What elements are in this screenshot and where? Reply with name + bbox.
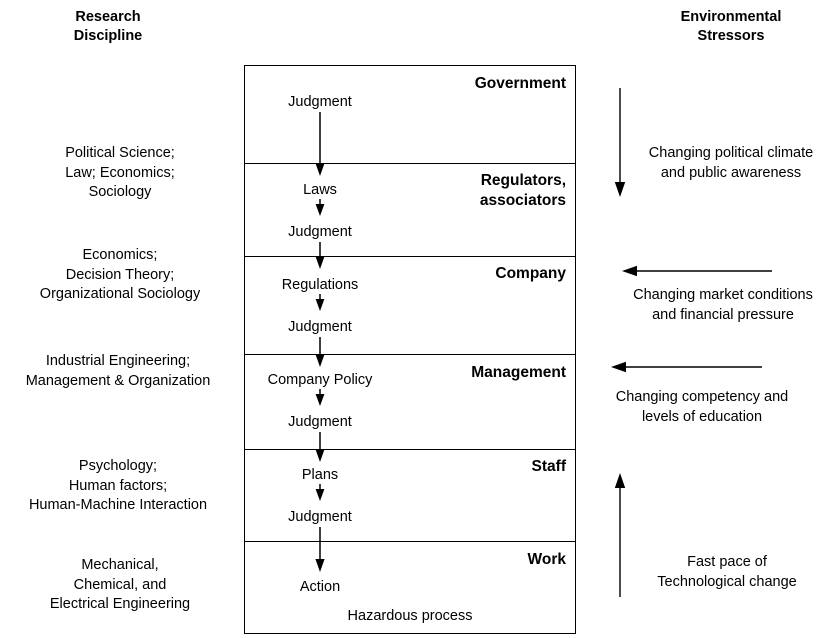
environmental-stressors-heading: Environmental Stressors xyxy=(680,9,782,45)
level-row-regulators: Regulators, associators xyxy=(245,164,575,257)
stressor-arrow-left-market-conditions xyxy=(622,265,772,277)
discipline-psychology: Psychology; Human factors; Human-Machine… xyxy=(28,458,208,514)
discipline-political-science: Political Science; Law; Economics; Socio… xyxy=(65,145,175,201)
flow-label-judgment-regulators: Judgment xyxy=(288,224,352,240)
stressor-text-competency: Changing competency and levels of educat… xyxy=(615,389,789,425)
flow-label-judgment-management: Judgment xyxy=(288,414,352,430)
stressor-arrow-left-competency xyxy=(611,361,762,373)
discipline-economics: Economics; Decision Theory; Organization… xyxy=(39,247,201,303)
flow-label-regulations: Regulations xyxy=(281,277,359,293)
flow-label-company-policy: Company Policy xyxy=(267,372,373,388)
level-row-work: Work xyxy=(245,542,575,635)
level-row-management: Management xyxy=(245,355,575,450)
level-row-staff: Staff xyxy=(245,450,575,542)
level-row-company: Company xyxy=(245,257,575,355)
flow-label-judgment-government: Judgment xyxy=(288,94,352,110)
level-title-government: Government xyxy=(474,75,566,92)
flow-label-action: Action xyxy=(299,579,341,595)
level-title-regulators: Regulators, associators xyxy=(479,172,566,210)
level-title-staff: Staff xyxy=(531,458,566,475)
stressor-text-market-conditions: Changing market conditions and financial… xyxy=(633,287,813,323)
level-title-work: Work xyxy=(527,551,566,568)
stressor-arrow-up-technological-change xyxy=(614,473,626,597)
research-discipline-heading: Research Discipline xyxy=(73,9,143,45)
stressor-arrow-down-political-climate xyxy=(614,88,626,197)
level-title-company: Company xyxy=(495,265,566,282)
flow-label-plans: Plans xyxy=(301,467,339,483)
flow-label-hazardous-process: Hazardous process xyxy=(347,608,473,624)
discipline-industrial-engineering: Industrial Engineering; Management & Org… xyxy=(25,353,211,389)
level-title-management: Management xyxy=(471,364,566,381)
sociotechnical-level-stack: Government Regulators, associators Compa… xyxy=(244,65,576,634)
discipline-mechanical-engineering: Mechanical, Chemical, and Electrical Eng… xyxy=(49,557,191,613)
level-row-government: Government xyxy=(245,66,575,164)
stressor-text-technological-change: Fast pace of Technological change xyxy=(657,554,797,590)
flow-label-judgment-staff: Judgment xyxy=(288,509,352,525)
flow-label-laws: Laws xyxy=(303,182,337,198)
stressor-text-political-climate: Changing political climate and public aw… xyxy=(648,145,814,181)
flow-label-judgment-company: Judgment xyxy=(288,319,352,335)
